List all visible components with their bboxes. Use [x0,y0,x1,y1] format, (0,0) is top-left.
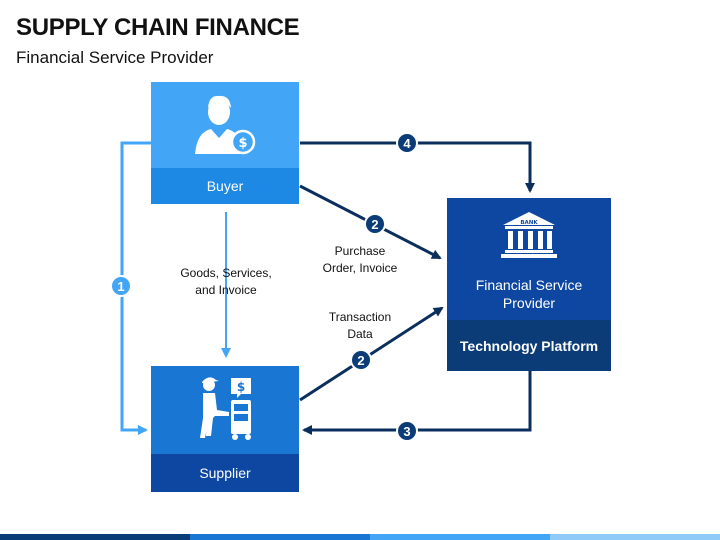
step-badge-1: 1 [110,275,132,297]
technology-platform-label: Technology Platform [459,338,599,354]
buyer-label: Buyer [206,178,244,194]
step-badge-3: 3 [396,420,418,442]
step-badge-2-transaction: 2 [350,349,372,371]
bank-icon-text: BANK [520,220,538,226]
footer-color-bar [0,534,720,540]
page-subtitle: Financial Service Provider [16,48,214,67]
purchase-order-line1: Purchase [334,244,386,258]
fsp-icon-area: BANK Financial Service Provider [447,198,611,320]
transaction-data-label: Transaction Data [310,309,410,343]
arrow-step-4 [300,141,535,193]
buyer-node: $ Buyer [151,82,299,204]
arrow-step-2-transaction-data [299,306,444,402]
svg-text:$: $ [238,136,247,151]
goods-services-line2: and Invoice [195,283,257,297]
supplier-node: $ Supplier [151,366,299,492]
goods-services-line1: Goods, Services, [180,266,272,280]
purchase-order-label: Purchase Order, Invoice [309,243,411,277]
fsp-node: BANK Financial Service Provider Technolo… [447,198,611,371]
supplier-icon-area: $ [151,366,299,454]
buyer-label-area: Buyer [151,168,299,204]
transaction-data-line1: Transaction [328,310,392,324]
goods-services-label: Goods, Services, and Invoice [168,265,284,299]
technology-platform-area: Technology Platform [447,320,611,371]
buyer-icon-area: $ [151,82,299,168]
page-title: SUPPLY CHAIN FINANCE [16,14,300,41]
step-badge-4: 4 [396,132,418,154]
supplier-label-area: Supplier [151,454,299,492]
fsp-label-line1: Financial Service [475,277,583,293]
svg-text:$: $ [237,380,245,394]
supplier-delivery-worker-icon: $ [200,377,251,440]
arrow-step-3 [302,371,532,435]
step-badge-2-purchase: 2 [364,213,386,235]
supplier-label: Supplier [199,465,251,481]
purchase-order-line2: Order, Invoice [322,261,398,275]
buyer-person-dollar-icon: $ [195,95,256,155]
bank-building-icon: BANK [501,212,557,258]
transaction-data-line2: Data [347,327,373,341]
fsp-label-line2: Provider [502,295,556,311]
